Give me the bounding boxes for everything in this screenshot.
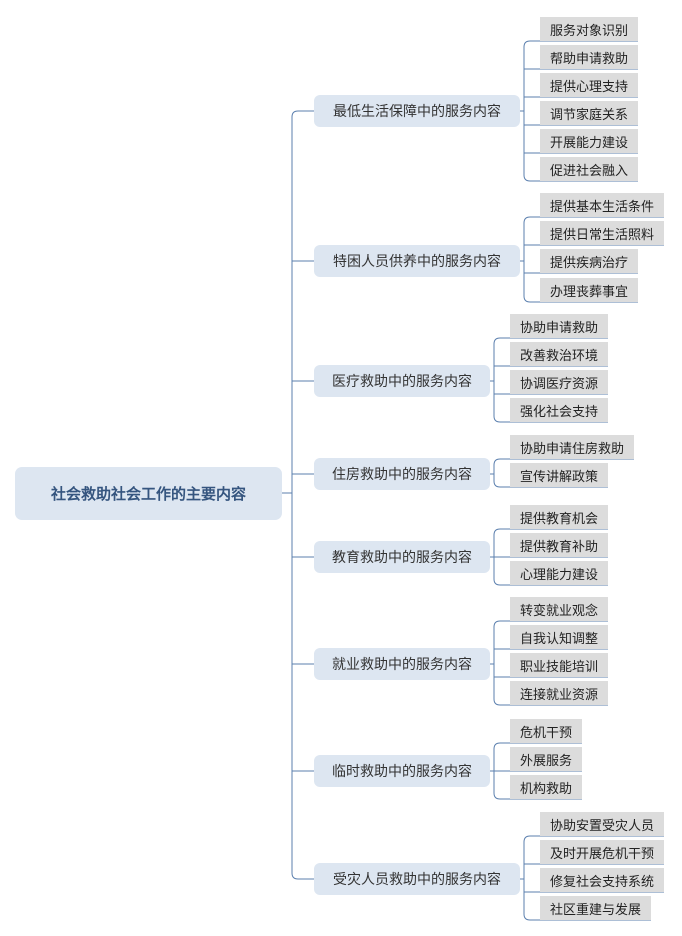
leaf-node[interactable]: 提供教育补助	[510, 533, 609, 557]
leaf-node[interactable]: 帮助申请救助	[540, 45, 639, 69]
branch-node[interactable]: 特困人员供养中的服务内容	[314, 245, 520, 277]
branch-connector	[291, 872, 314, 880]
leaf-connector	[493, 415, 510, 423]
leaf-node[interactable]: 提供教育机会	[510, 505, 609, 529]
leaf-connector	[493, 458, 510, 466]
leaf-connector	[523, 216, 540, 224]
leaf-connector	[493, 480, 510, 488]
leaf-node[interactable]: 服务对象识别	[540, 17, 639, 41]
leaf-node[interactable]: 提供日常生活照料	[540, 221, 665, 245]
leaf-node[interactable]: 社区重建与发展	[540, 896, 652, 920]
leaf-connector	[523, 913, 540, 921]
leaf-connector	[493, 792, 510, 800]
branch-node[interactable]: 教育救助中的服务内容	[314, 541, 490, 573]
leaf-node[interactable]: 机构救助	[510, 775, 583, 799]
leaf-connector	[523, 835, 540, 843]
leaf-node[interactable]: 修复社会支持系统	[540, 868, 665, 892]
leaf-node[interactable]: 外展服务	[510, 747, 583, 771]
branch-node[interactable]: 最低生活保障中的服务内容	[314, 95, 520, 127]
leaf-node[interactable]: 协助申请救助	[510, 314, 609, 338]
branch-node[interactable]: 住房救助中的服务内容	[314, 458, 490, 490]
leaf-node[interactable]: 调节家庭关系	[540, 101, 639, 125]
leaf-connector	[493, 742, 510, 750]
leaf-node[interactable]: 促进社会融入	[540, 157, 639, 181]
leaf-node[interactable]: 协调医疗资源	[510, 370, 609, 394]
leaf-node[interactable]: 协助安置受灾人员	[540, 812, 665, 836]
leaf-connector	[523, 295, 540, 303]
leaf-node[interactable]: 开展能力建设	[540, 129, 639, 153]
leaf-connector	[493, 620, 510, 628]
leaf-node[interactable]: 转变就业观念	[510, 597, 609, 621]
leaf-node[interactable]: 提供心理支持	[540, 73, 639, 97]
leaf-node[interactable]: 协助申请住房救助	[510, 435, 635, 459]
leaf-connector	[523, 40, 540, 48]
leaf-node[interactable]: 自我认知调整	[510, 625, 609, 649]
branch-node[interactable]: 临时救助中的服务内容	[314, 755, 490, 787]
leaf-node[interactable]: 提供疾病治疗	[540, 249, 639, 273]
leaf-node[interactable]: 提供基本生活条件	[540, 193, 665, 217]
leaf-node[interactable]: 职业技能培训	[510, 653, 609, 677]
leaf-connector	[493, 337, 510, 345]
root-node[interactable]: 社会救助社会工作的主要内容	[15, 467, 282, 520]
leaf-node[interactable]: 办理丧葬事宜	[540, 278, 639, 302]
leaf-node[interactable]: 及时开展危机干预	[540, 840, 665, 864]
leaf-connector	[523, 174, 540, 182]
leaf-node[interactable]: 强化社会支持	[510, 398, 609, 422]
leaf-connector	[493, 528, 510, 536]
branch-node[interactable]: 受灾人员救助中的服务内容	[314, 863, 520, 895]
leaf-node[interactable]: 危机干预	[510, 719, 583, 743]
leaf-connector	[493, 698, 510, 706]
branch-connector	[291, 110, 314, 118]
branch-node[interactable]: 就业救助中的服务内容	[314, 648, 490, 680]
leaf-node[interactable]: 改善救治环境	[510, 342, 609, 366]
leaf-node[interactable]: 宣传讲解政策	[510, 463, 609, 487]
leaf-node[interactable]: 心理能力建设	[510, 561, 609, 585]
leaf-connector	[493, 578, 510, 586]
branch-node[interactable]: 医疗救助中的服务内容	[314, 365, 490, 397]
leaf-node[interactable]: 连接就业资源	[510, 681, 609, 705]
